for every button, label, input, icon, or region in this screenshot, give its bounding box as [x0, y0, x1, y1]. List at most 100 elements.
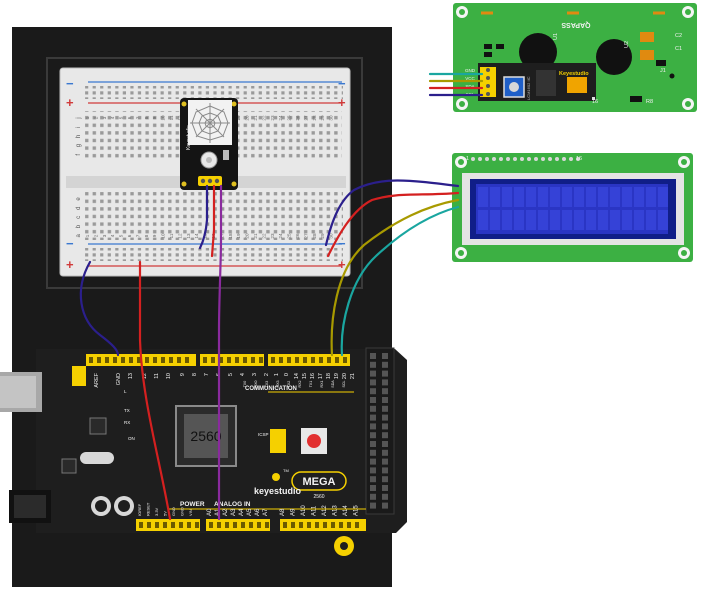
wire-sda-to-lcd	[330, 198, 460, 357]
breadboard-column-number: 9	[152, 116, 157, 119]
sensor-module	[180, 98, 238, 190]
arduino-communication-label: COMMUNICATION	[245, 386, 297, 392]
wire-sensor-vcc	[210, 184, 216, 258]
arduino-top-pin-label: 1	[274, 373, 280, 376]
arduino-txrx-label: TX3	[265, 381, 269, 388]
breadboard-column-number: 30	[329, 233, 334, 239]
breadboard-column-number: 21	[253, 115, 258, 121]
arduino-analog-pin-label: A13	[333, 505, 339, 516]
arduino-analog-pin-label: A8	[280, 508, 286, 516]
breadboard-column-number: 20	[245, 115, 250, 121]
breadboard-column-number: 10	[161, 115, 166, 121]
breadboard-row-letter: i	[76, 127, 82, 128]
arduino-top-pin-label: 5	[228, 373, 234, 376]
breadboard-row-letter: f	[76, 154, 82, 156]
breadboard-column-number: 4	[110, 116, 115, 119]
lcd-back-pin-label: SDA	[465, 84, 474, 89]
breadboard-column-number: 14	[194, 233, 199, 239]
wire-sensor-gnd	[198, 184, 209, 250]
breadboard-column-number: 22	[261, 233, 266, 239]
arduino-txrx-label: SCL	[342, 381, 346, 388]
breadboard-column-number: 2	[93, 234, 98, 237]
breadboard-column-number: 3	[102, 116, 107, 119]
arduino-brand-label: keyestudio	[254, 486, 302, 496]
arduino-power-pin-label: 3.3V	[154, 507, 159, 516]
arduino-analog-label: ANALOG IN	[214, 501, 251, 508]
arduino-board-ref: L	[124, 389, 127, 394]
arduino-txrx-label: TX1	[309, 381, 313, 388]
breadboard-column-number: 2	[93, 116, 98, 119]
wire-gnd-rail-to-arduino-gnd	[79, 260, 120, 357]
arduino-top-pin-label: 2	[264, 373, 270, 376]
lcd-cell	[502, 210, 512, 230]
arduino-top-pin-label: 4	[240, 373, 246, 376]
lcd-cell	[562, 210, 572, 230]
lcd-cell	[586, 187, 596, 207]
lcd-back-r8-label: R8	[646, 99, 653, 105]
arduino-top-pin-label: 10	[166, 373, 172, 379]
lcd-back-c1-label: C1	[675, 46, 682, 52]
breadboard-row-letter: e	[76, 197, 82, 201]
breadboard-column-number: 19	[236, 115, 241, 121]
arduino-model-label: MEGA	[303, 476, 336, 488]
lcd-back-u1-label: U1	[553, 33, 559, 40]
lcd-cell	[658, 210, 668, 230]
arduino-board-ref: TX	[124, 408, 130, 413]
wires	[79, 72, 484, 521]
lcd-cell	[538, 187, 548, 207]
lcd-cell	[478, 187, 488, 207]
arduino-top-pin-label: 0	[284, 373, 290, 376]
arduino-top-pin-label: 9	[180, 373, 186, 376]
arduino-power-pin-label: RESET	[146, 502, 151, 516]
arduino-power-pin-label: 5V	[163, 511, 168, 516]
arduino-analog-pin-label: A2	[223, 508, 229, 516]
lcd-cell	[526, 210, 536, 230]
arduino-txrx-label: TX2	[287, 381, 291, 388]
arduino-top-pin-label: 12	[142, 373, 148, 379]
breadboard-column-number: 23	[270, 115, 275, 121]
arduino-analog-pin-label: A0	[207, 508, 213, 516]
breadboard-column-number: 8	[144, 116, 149, 119]
arduino-analog-pin-label: A9	[291, 508, 297, 516]
arduino-model-sub-label: 2560	[313, 494, 324, 500]
breadboard-column-number: 10	[161, 233, 166, 239]
lcd-cell	[574, 210, 584, 230]
lcd-back-brand: Keyestudio	[559, 71, 589, 77]
lcd-cell	[574, 187, 584, 207]
breadboard-row-letter: a	[76, 233, 82, 237]
breadboard-row-letter: h	[76, 135, 82, 138]
rail-minus-top-right: −	[338, 76, 346, 91]
arduino-top-pin-label: 16	[310, 373, 316, 379]
breadboard-column-number: 7	[135, 116, 140, 119]
lcd-cell	[514, 210, 524, 230]
breadboard-row-letter: d	[76, 207, 82, 210]
arduino-mega-board	[0, 347, 407, 556]
lcd-cell	[502, 187, 512, 207]
lcd-character-cells	[478, 187, 668, 230]
breadboard-column-number: 4	[110, 234, 115, 237]
arduino-tm-label: TM	[283, 468, 289, 473]
arduino-top-pin-label: 15	[302, 373, 308, 379]
breadboard-column-number: 11	[169, 233, 174, 238]
arduino-top-pin-label: GND	[116, 373, 122, 385]
arduino-txrx-label: RX3	[276, 381, 280, 388]
breadboard-column-number: 5	[119, 116, 124, 119]
breadboard-column-number: 30	[329, 115, 334, 121]
lcd-cell	[538, 210, 548, 230]
breadboard-column-number: 25	[287, 233, 292, 239]
arduino-analog-pin-label: A11	[312, 505, 318, 516]
lcd-cell	[514, 187, 524, 207]
lcd-back-u2-label: U2	[624, 41, 630, 48]
wire-sensor-to-a0	[217, 184, 223, 521]
rail-minus-bottom-left: −	[66, 236, 74, 251]
breadboard-column-number: 21	[253, 233, 258, 239]
lcd-cell	[550, 210, 560, 230]
lcd-cell	[634, 210, 644, 230]
arduino-top-pin-label: 7	[204, 373, 210, 376]
lcd-cell	[478, 210, 488, 230]
lcd-cell	[646, 210, 656, 230]
lcd-back-c2-label: C2	[675, 33, 682, 39]
